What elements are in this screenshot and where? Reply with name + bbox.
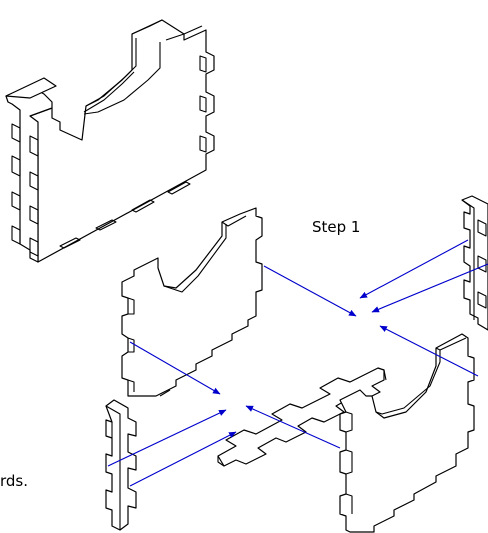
exploded-bottom-plate bbox=[217, 367, 387, 467]
exploded-right-end-piece bbox=[461, 195, 488, 331]
arrow-front-panel-to-center bbox=[379, 325, 479, 377]
arrow-back-panel-to-center bbox=[263, 265, 357, 317]
assembled-box bbox=[5, 19, 215, 263]
assembled-front-panel bbox=[29, 19, 215, 263]
right-end-piece-face bbox=[461, 195, 488, 331]
exploded-back-panel bbox=[121, 207, 263, 397]
arrow-front-panel-to-bottom bbox=[245, 405, 341, 449]
assembly-arrows bbox=[107, 239, 488, 487]
arrow-right-end-to-center-2 bbox=[371, 263, 488, 313]
front-panel-face bbox=[339, 333, 475, 533]
cut-off-caption-text: rds. bbox=[0, 472, 28, 490]
back-panel-face bbox=[121, 207, 263, 397]
exploded-end-piece bbox=[105, 399, 137, 531]
arrow-end-piece-to-bottom-2 bbox=[129, 431, 237, 487]
arrow-right-end-to-center-1 bbox=[359, 239, 469, 299]
assembled-side-panel bbox=[5, 85, 53, 263]
arrow-back-panel-to-bottom bbox=[129, 341, 221, 395]
assembled-side-rim bbox=[5, 77, 57, 99]
step-label: Step 1 bbox=[312, 218, 360, 236]
exploded-front-panel bbox=[339, 333, 475, 533]
arrow-end-piece-to-bottom-1 bbox=[107, 409, 227, 467]
bottom-plate-face bbox=[217, 367, 385, 467]
end-piece-face bbox=[105, 399, 137, 531]
